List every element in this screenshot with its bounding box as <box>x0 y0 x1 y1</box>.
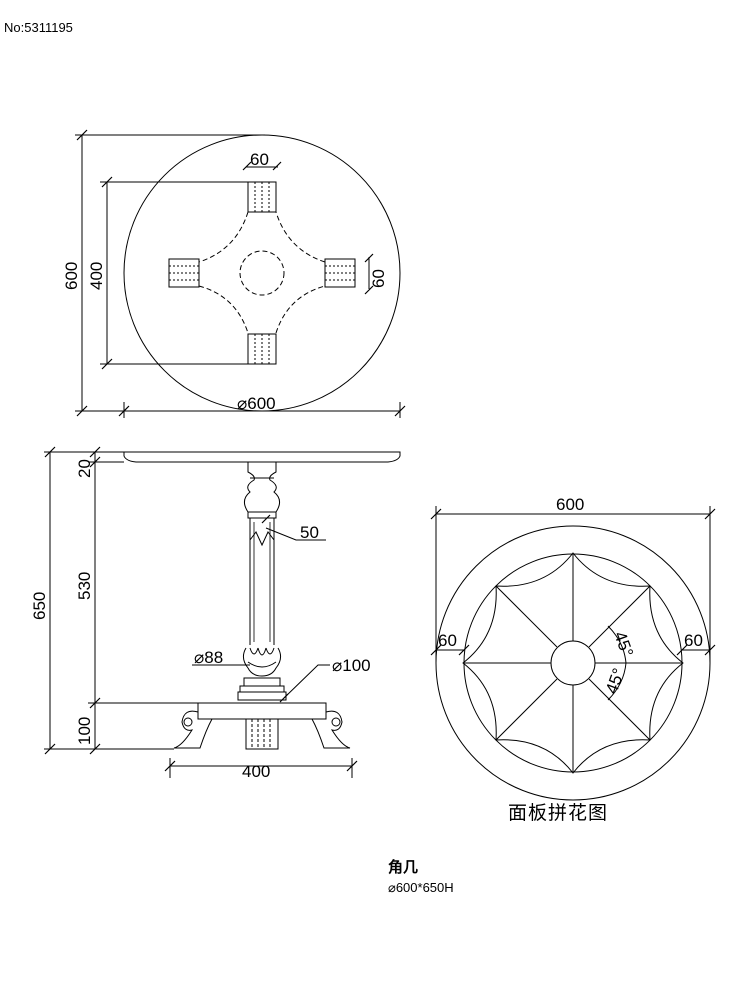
leaf-ring <box>242 647 282 677</box>
leader-100 <box>283 664 330 699</box>
label-diameter-600: ⌀600 <box>237 394 276 413</box>
product-spec: ⌀600*650H <box>388 880 454 895</box>
dashed-cross-outline <box>198 211 326 334</box>
tabletop-circle <box>123 134 401 412</box>
slat-block-right <box>324 258 356 288</box>
label-60-right: 60 <box>684 631 703 650</box>
label-slat-right: 60 <box>369 269 388 288</box>
column-upper-turning <box>244 461 280 519</box>
label-600-plan: 600 <box>556 495 584 514</box>
tabletop-profile <box>123 451 401 463</box>
inlay-plan-caption: 面板拼花图 <box>508 803 609 824</box>
foot-right <box>311 710 351 749</box>
label-600-vertical: 600 <box>62 262 81 290</box>
inlay-labels: 600 60 60 45° 45° <box>438 495 703 696</box>
base-post <box>245 718 279 750</box>
angle-arc-upper <box>607 625 627 664</box>
slat-block-left <box>168 258 200 288</box>
product-title: 角几 <box>388 859 419 876</box>
leader-50 <box>265 527 326 541</box>
slat-block-bottom <box>247 333 277 365</box>
drawing-id: No:5311195 <box>4 20 73 35</box>
label-slat-top: 60 <box>250 150 269 169</box>
label-60-left: 60 <box>438 631 457 650</box>
label-50: 50 <box>300 523 319 542</box>
label-100-collar: ⌀100 <box>332 656 371 675</box>
label-400-base: 400 <box>242 762 270 781</box>
side-view-labels: 650 20 530 100 50 ⌀88 ⌀100 400 <box>30 459 371 781</box>
label-88: ⌀88 <box>194 648 223 667</box>
label-20: 20 <box>75 459 94 478</box>
side-view <box>44 446 401 778</box>
inlay-plan <box>430 506 716 801</box>
label-530: 530 <box>75 572 94 600</box>
inlay-center-circle <box>550 640 596 686</box>
angle-arc-lower <box>607 662 627 701</box>
label-45-upper: 45° <box>610 629 637 660</box>
collar <box>243 677 281 687</box>
foot-left <box>173 710 213 749</box>
top-view-labels: 600 400 60 60 ⌀600 <box>62 150 388 413</box>
column-carving <box>249 531 275 547</box>
inlay-radial-lines <box>463 553 683 773</box>
label-400-vertical: 400 <box>87 262 106 290</box>
base-plinth <box>197 702 327 720</box>
label-650: 650 <box>30 592 49 620</box>
top-view <box>75 129 406 418</box>
slat-block-top <box>247 181 277 213</box>
dashed-center-circle <box>239 250 285 296</box>
label-100: 100 <box>75 717 94 745</box>
